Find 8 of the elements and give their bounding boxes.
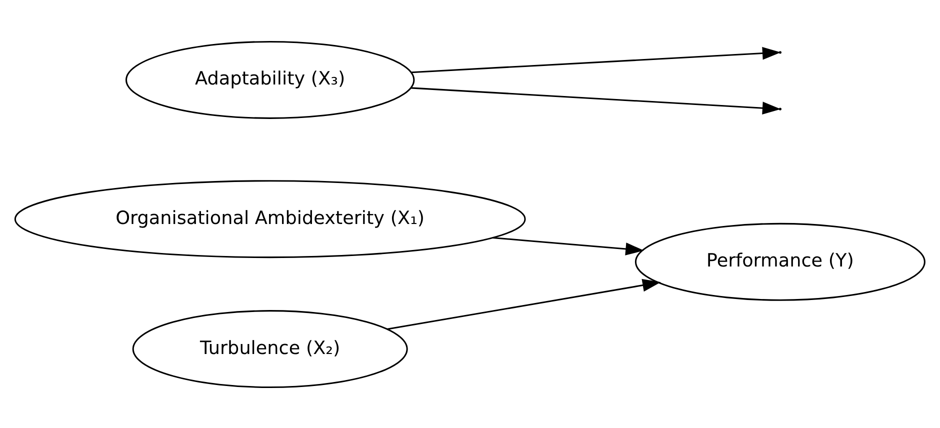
arrow — [492, 236, 644, 255]
arrow — [410, 86, 781, 114]
node-ellipse: Adaptability (X₃) — [125, 40, 415, 118]
node-ellipse: Turbulence (X₂) — [132, 310, 408, 388]
arrow — [387, 278, 661, 330]
node-ellipse: Organisational Ambidexterity (X₁) — [14, 180, 526, 258]
arrow — [411, 46, 781, 73]
node-ellipse: Performance (Y) — [634, 222, 926, 300]
